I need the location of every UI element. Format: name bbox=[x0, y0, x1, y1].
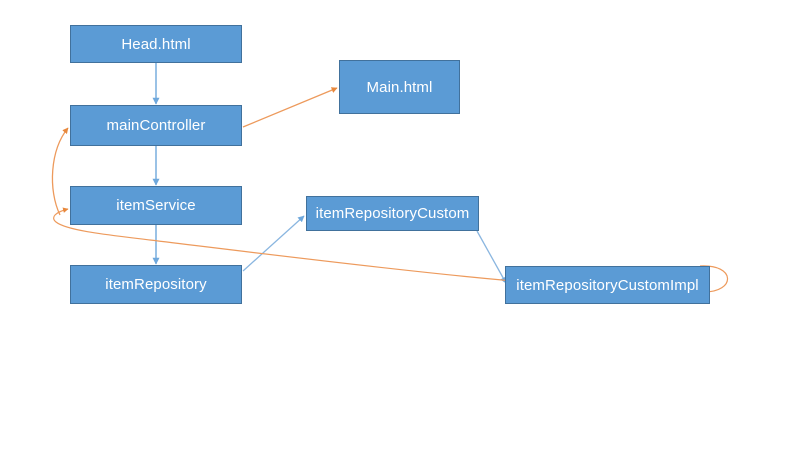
node-maincontroller[interactable]: mainController bbox=[70, 105, 242, 146]
node-label: itemRepositoryCustom bbox=[315, 205, 470, 222]
node-head-html[interactable]: Head.html bbox=[70, 25, 242, 63]
node-label: mainController bbox=[106, 117, 206, 134]
node-label: itemService bbox=[116, 197, 196, 214]
node-label: itemRepository bbox=[105, 276, 207, 293]
node-itemrepositorycustom[interactable]: itemRepositoryCustom bbox=[306, 196, 479, 231]
node-label: Head.html bbox=[121, 35, 191, 53]
edge-maincontroller-to-main bbox=[242, 87, 338, 128]
node-label: Main.html bbox=[366, 78, 433, 96]
edge-loop-to-maincontroller bbox=[51, 127, 69, 216]
node-main-html[interactable]: Main.html bbox=[339, 60, 460, 114]
node-label: itemRepositoryCustomImpl bbox=[516, 276, 699, 294]
edge-itemrepository-to-itemrepositorycustom bbox=[242, 215, 305, 272]
node-itemrepositorycustomimpl[interactable]: itemRepositoryCustomImpl bbox=[505, 266, 710, 304]
edge-itemrepositorycustom-to-customimpl bbox=[476, 230, 507, 284]
node-itemrepository[interactable]: itemRepository bbox=[70, 265, 242, 304]
node-itemservice[interactable]: itemService bbox=[70, 186, 242, 225]
